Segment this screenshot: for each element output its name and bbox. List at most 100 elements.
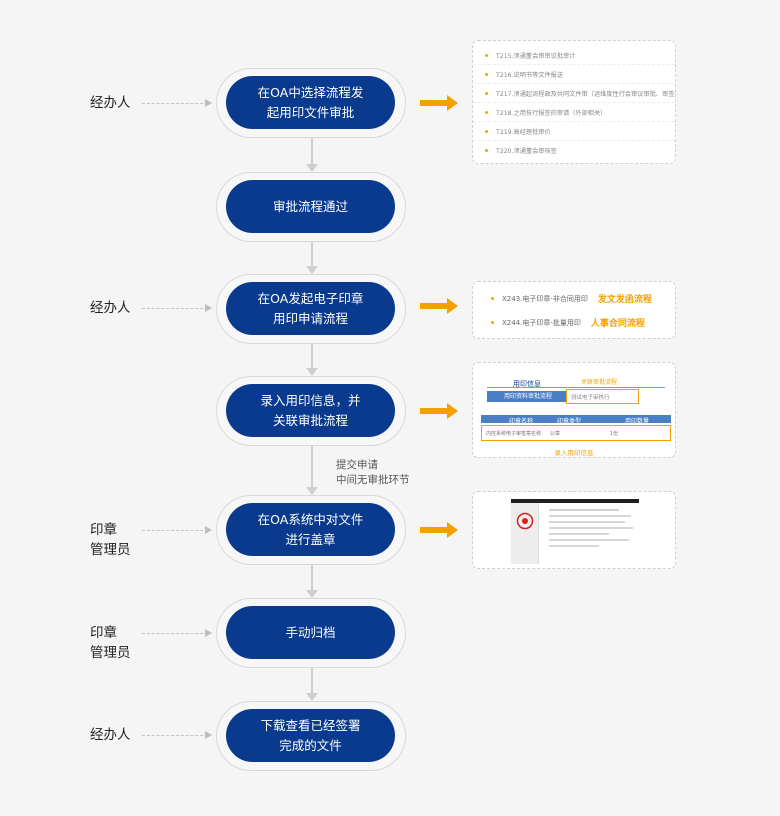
preview-text-line (549, 521, 625, 523)
bullet-icon (485, 129, 488, 133)
orange-arrow-4 (420, 527, 448, 533)
actor-label-4: 印章 管理员 (90, 625, 131, 661)
preview-text-line (549, 545, 599, 547)
form-section-title: 用印信息 (513, 380, 541, 388)
list-item-text: T216.说明书等文件报送 (496, 71, 564, 79)
seal-table-header: 印章名称 (509, 418, 534, 425)
list-item[interactable]: T217.须通起流程政及共同文件审（运维度性行会审议审批、审签执行） (473, 84, 675, 103)
seal-info-form-panel: 用印信息 关联审批流程 用印资料审批流程 测试电子审核行 印章名称 印章类型 用… (472, 362, 676, 458)
orange-arrow-head-3 (447, 403, 458, 419)
flow-connector-5 (311, 565, 313, 590)
bullet-icon (485, 53, 488, 57)
seal-table-cell: 内控系统电子审签章名称 (486, 431, 542, 437)
flow-connector-arrow-1 (306, 164, 318, 172)
flow-connector-arrow-3 (306, 368, 318, 376)
flow-node-select-flow: 在OA中选择流程发 起用印文件审批 (216, 68, 406, 138)
seal-table-cell: 公章 (550, 431, 561, 437)
preview-text-line (549, 527, 633, 529)
seal-table-row[interactable]: 内控系统电子审签章名称 公章 1份 (481, 425, 671, 441)
flow-connector-6 (311, 668, 313, 693)
flow-node-label: 审批流程通过 (226, 180, 395, 233)
actor-connector-arrow-5 (205, 731, 212, 739)
flow-node-label: 在OA发起电子印章 用印申请流程 (226, 282, 395, 335)
bullet-icon (485, 149, 488, 152)
bullet-icon (485, 72, 488, 76)
form-footer-label: 录入用印信息 (554, 449, 594, 457)
actor-label-3: 印章 管理员 (90, 522, 131, 558)
seal-flow-item-1[interactable]: X243.电子印章-非合同用印 发文发函流程 (491, 292, 652, 305)
orange-arrow-3 (420, 408, 448, 414)
form-divider (487, 387, 665, 388)
list-item[interactable]: T220.须通董会审核签 (473, 141, 675, 160)
actor-connector-5 (142, 735, 208, 736)
orange-arrow-2 (420, 303, 448, 309)
flow-node-approved: 审批流程通过 (216, 172, 406, 242)
preview-text-line (549, 533, 609, 535)
orange-arrow-1 (420, 100, 448, 106)
actor-connector-arrow-3 (205, 526, 212, 534)
actor-connector-arrow-2 (205, 304, 212, 312)
bullet-icon (491, 297, 494, 300)
preview-text-line (549, 509, 619, 511)
approval-flow-field[interactable]: 测试电子审核行 (566, 389, 639, 404)
preview-document-page (541, 503, 639, 564)
flow-node-launch-seal: 在OA发起电子印章 用印申请流程 (216, 274, 406, 344)
flow-node-seal-file: 在OA系统中对文件 进行盖章 (216, 495, 406, 565)
actor-connector-arrow-1 (205, 99, 212, 107)
flow-list-panel: T215.须通董会审审议批审计 T216.说明书等文件报送 T217.须通起流程… (472, 40, 676, 164)
list-item-text: T218.之用技行报签的审请（外部相关） (496, 109, 607, 117)
seal-flow-tag: 发文发函流程 (597, 295, 652, 305)
list-item[interactable]: T216.说明书等文件报送 (473, 65, 675, 84)
actor-label-2: 经办人 (90, 300, 131, 316)
actor-label-1: 经办人 (90, 95, 131, 111)
seal-table-header: 用印数量 (625, 418, 650, 425)
actor-connector-4 (142, 633, 208, 634)
actor-connector-3 (142, 530, 208, 531)
preview-text-line (549, 515, 631, 517)
flow-node-label: 录入用印信息，并 关联审批流程 (226, 384, 395, 437)
list-item-text: T220.须通董会审核签 (496, 148, 557, 155)
seal-table-header-bar (481, 415, 671, 423)
flow-connector-arrow-5 (306, 590, 318, 598)
flow-node-label: 手动归档 (226, 606, 395, 659)
bullet-icon (485, 110, 488, 114)
orange-arrow-head-4 (447, 522, 458, 538)
form-assoc-label: 关联审批流程 (581, 379, 618, 386)
actor-label-5: 经办人 (90, 727, 131, 743)
flow-connector-arrow-6 (306, 693, 318, 701)
list-item[interactable]: T218.之用技行报签的审请（外部相关） (473, 103, 675, 122)
seal-table-cell: 1份 (610, 431, 619, 437)
seal-flow-item-2[interactable]: X244.电子印章-批量用印 人事合同流程 (491, 316, 645, 329)
actor-connector-arrow-4 (205, 629, 212, 637)
orange-arrow-head-1 (447, 95, 458, 111)
list-item[interactable]: T219.高经理批审价 (473, 122, 675, 141)
flow-connector-arrow-4 (306, 487, 318, 495)
flow-node-download: 下载查看已经签署 完成的文件 (216, 701, 406, 771)
approval-flow-field-value: 测试电子审核行 (571, 395, 610, 401)
actor-connector-1 (142, 103, 208, 104)
approval-flow-field-label: 用印资料审批流程 (487, 391, 569, 402)
flow-connector-arrow-2 (306, 266, 318, 274)
flow-connector-1 (311, 138, 313, 164)
seal-flow-code: X244.电子印章-批量用印 (502, 318, 581, 327)
preview-window-bar (511, 499, 639, 503)
flow-node-archive: 手动归档 (216, 598, 406, 668)
list-item-text: T219.高经理批审价 (496, 128, 551, 136)
list-item-text: T215.须通董会审审议批审计 (496, 52, 576, 60)
seal-flow-tag: 人事合同流程 (590, 319, 645, 329)
preview-text-line (549, 539, 629, 541)
flow-node-label: 下载查看已经签署 完成的文件 (226, 709, 395, 762)
flow-node-label: 在OA系统中对文件 进行盖章 (226, 503, 395, 556)
bullet-icon (491, 321, 494, 324)
flow-connector-4 (311, 446, 313, 487)
list-item-text: T217.须通起流程政及共同文件审（运维度性行会审议审批、审签执行） (496, 90, 676, 98)
seal-flow-code: X243.电子印章-非合同用印 (502, 294, 588, 303)
seal-stamp-icon (516, 512, 534, 530)
seal-table-header: 印章类型 (557, 418, 582, 425)
actor-connector-2 (142, 308, 208, 309)
flow-connector-2 (311, 242, 313, 266)
list-item[interactable]: T215.须通董会审审议批审计 (473, 46, 675, 65)
submit-note: 提交申请 中间无审批环节 (336, 459, 410, 486)
orange-arrow-head-2 (447, 298, 458, 314)
seal-flow-panel: X243.电子印章-非合同用印 发文发函流程 X244.电子印章-批量用印 人事… (472, 281, 676, 339)
